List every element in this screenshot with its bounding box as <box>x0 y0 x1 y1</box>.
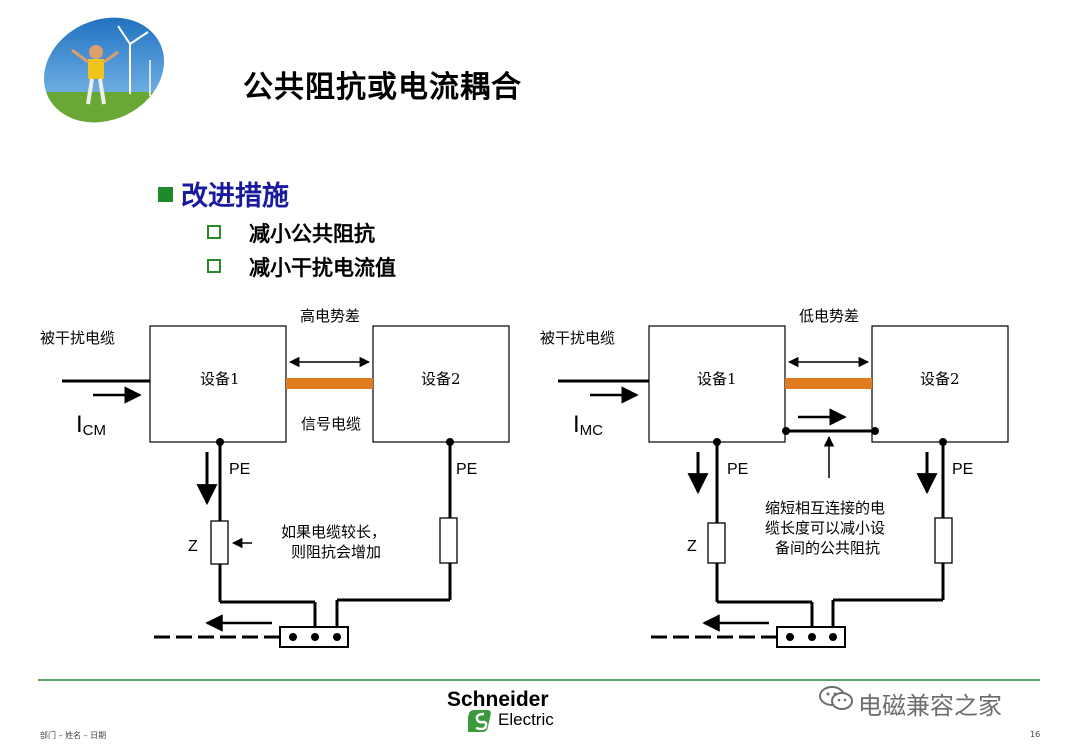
bullet-item: 减小公共阻抗 <box>207 218 375 248</box>
schneider-logo-icon <box>468 710 491 732</box>
device2-label: 设备2 <box>920 370 960 388</box>
impedance-resistor <box>439 517 458 564</box>
right-diagram: 被干扰电缆 IMC 设备1 设备2 低电势差 PE Z PE 缩短相互连接 <box>540 307 1009 648</box>
terminal-dot <box>786 633 794 641</box>
impedance-label: Z <box>687 538 697 555</box>
terminal-dot <box>289 633 297 641</box>
potential-difference-label: 高电势差 <box>300 307 360 325</box>
current-label: ICM <box>76 411 106 439</box>
impedance-resistor <box>210 520 229 565</box>
pe-label: PE <box>229 461 250 478</box>
note-text: 缆长度可以减小设 <box>765 519 885 537</box>
terminal-dot <box>333 633 341 641</box>
impedance-resistor <box>934 517 953 564</box>
header-photo-logo <box>38 14 170 126</box>
potential-difference-label: 低电势差 <box>799 307 859 325</box>
terminal-dot <box>808 633 816 641</box>
bullet-text: 减小公共阻抗 <box>249 222 375 246</box>
device2-label: 设备2 <box>421 370 461 388</box>
hollow-square-bullet-icon <box>207 225 221 239</box>
section-heading: 改进措施 <box>158 174 289 213</box>
impedance-label: Z <box>188 538 198 555</box>
pe-label: PE <box>727 461 748 478</box>
bullet-text: 减小干扰电流值 <box>249 256 396 280</box>
note-text: 如果电缆较长， <box>281 523 386 541</box>
footer-divider <box>38 679 1040 681</box>
pe-label: PE <box>952 461 973 478</box>
impedance-resistor <box>707 522 726 564</box>
brand-name: Schneider <box>447 688 549 711</box>
bullet-item: 减小干扰电流值 <box>207 252 396 282</box>
device2-box <box>372 325 510 443</box>
page-title: 公共阻抗或电流耦合 <box>243 70 522 105</box>
signal-cable <box>785 378 872 389</box>
watermark-text: 电磁兼容之家 <box>858 692 1002 720</box>
pe-label: PE <box>456 461 477 478</box>
signal-cable <box>286 378 373 389</box>
signal-cable-label: 信号电缆 <box>301 415 361 433</box>
wechat-icon <box>819 686 853 710</box>
device1-box <box>648 325 786 443</box>
device1-label: 设备1 <box>200 370 240 388</box>
disturbed-cable-label: 被干扰电缆 <box>40 329 115 347</box>
note-text: 则阻抗会增加 <box>291 543 381 561</box>
footer-meta: 部门 – 姓名 – 日期 <box>40 731 107 740</box>
current-label: IMC <box>573 411 603 439</box>
brand-subtitle: Electric <box>498 710 554 729</box>
note-text: 缩短相互连接的电 <box>765 499 885 517</box>
device1-label: 设备1 <box>697 370 737 388</box>
section-heading-text: 改进措施 <box>181 181 289 212</box>
terminal-dot <box>829 633 837 641</box>
page-number: 16 <box>1030 730 1041 739</box>
note-text: 备间的公共阻抗 <box>775 539 880 557</box>
device1-box <box>149 325 287 443</box>
green-square-bullet-icon <box>158 187 173 202</box>
hollow-square-bullet-icon <box>207 259 221 273</box>
terminal-dot <box>311 633 319 641</box>
device2-box <box>871 325 1009 443</box>
left-diagram: 被干扰电缆 ICM 设备1 设备2 高电势差 信号电缆 PE Z PE 如果电缆… <box>40 307 510 648</box>
disturbed-cable-label: 被干扰电缆 <box>540 329 615 347</box>
